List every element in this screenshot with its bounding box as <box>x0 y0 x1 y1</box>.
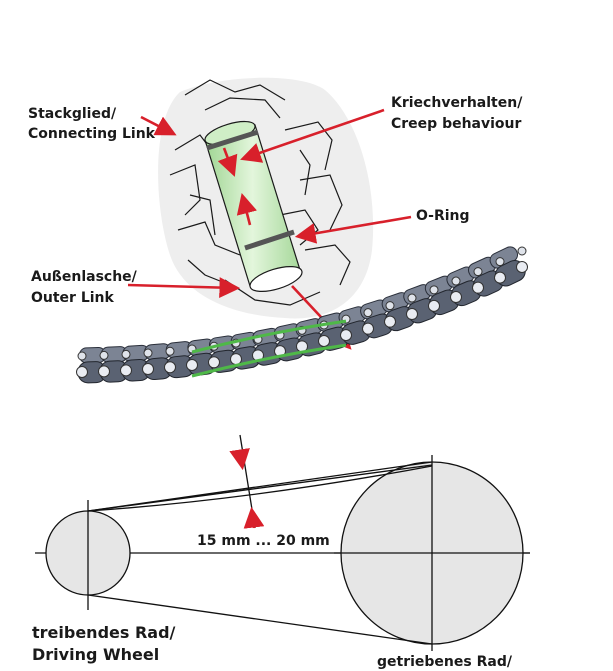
outer-link-label-de: Außenlasche/ <box>31 269 138 285</box>
chain-roller <box>142 363 154 376</box>
chain-roller <box>516 261 528 273</box>
driven-wheel-label-de: getriebenes Rad/ <box>377 654 513 670</box>
chain-roller <box>318 335 330 348</box>
chain-roller <box>120 364 132 377</box>
chain-roller <box>164 361 176 374</box>
chain-roller-back <box>363 308 373 318</box>
connecting-link-arrow <box>140 115 177 136</box>
top-labels: Stackglied/ Connecting Link Kriechverhal… <box>28 95 523 306</box>
chain-roller-back <box>121 349 131 359</box>
sprocket-drawing <box>35 434 530 651</box>
chain-roller <box>428 299 440 312</box>
creep-label-de: Kriechverhalten/ <box>391 95 523 111</box>
oring-arrow <box>294 215 412 244</box>
outer-link-label-en: Outer Link <box>31 290 115 306</box>
bottom-labels: 15 mm ... 20 mm treibendes Rad/ Driving … <box>32 533 513 670</box>
chain-roller <box>230 353 242 366</box>
creep-label-en: Creep behaviour <box>391 116 522 132</box>
connecting-link-highlight <box>191 343 347 378</box>
driving-wheel-label-en: Driving Wheel <box>32 645 159 664</box>
creep-arrow <box>240 108 385 163</box>
connecting-link-label-de: Stackglied/ <box>28 106 117 122</box>
pin-cross-section <box>158 77 374 319</box>
chain-roller <box>406 308 418 321</box>
chain-roller <box>362 322 374 335</box>
chain-roller-back <box>385 301 395 311</box>
sag-label: 15 mm ... 20 mm <box>197 533 330 549</box>
chain-roller <box>384 315 396 328</box>
chain-roller <box>76 366 88 378</box>
chain-roller <box>98 365 110 378</box>
chain-roller-back <box>165 346 175 356</box>
chain-roller <box>208 356 220 369</box>
oring-label: O-Ring <box>416 208 470 224</box>
chain-roller <box>450 291 462 304</box>
chain-roller-back <box>473 267 483 277</box>
chain-roller-back <box>77 351 87 361</box>
chain-roller-back <box>451 276 461 286</box>
chain-roller <box>186 359 198 372</box>
connecting-link-label-en: Connecting Link <box>28 126 156 142</box>
chain-roller-back <box>143 348 153 358</box>
chain-roller-back <box>495 257 505 267</box>
chain-roller-back <box>407 293 417 303</box>
chain-roller-back <box>429 285 439 295</box>
connecting-link-highlight <box>191 319 347 354</box>
chain-roller-back <box>517 246 527 256</box>
chain-roller <box>340 329 352 342</box>
chain-roller-back <box>99 350 109 360</box>
outer-link-arrow <box>127 277 241 298</box>
roller-chain <box>76 246 528 384</box>
driving-wheel-label-de: treibendes Rad/ <box>32 623 176 642</box>
chain-roller <box>494 271 506 284</box>
chain-roller <box>472 281 484 294</box>
